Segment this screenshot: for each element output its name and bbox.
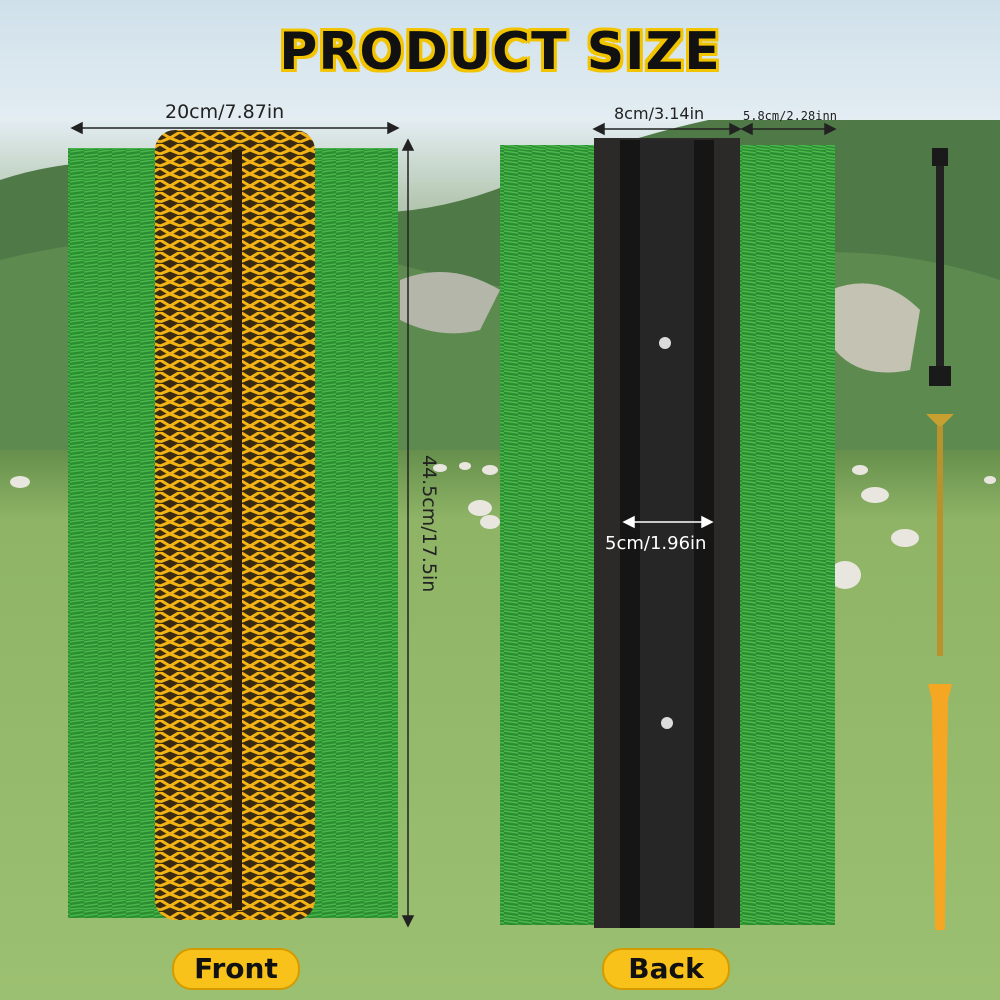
inner-groove-width-label: 5cm/1.96in bbox=[605, 533, 707, 554]
back-bristle-width-label: 5.8cm/2.28inn bbox=[743, 109, 837, 123]
screw-icon bbox=[926, 414, 954, 656]
back-channel-width-label: 8cm/3.14in bbox=[614, 104, 705, 123]
back-label: Back bbox=[602, 948, 730, 990]
page-title: PRODUCT SIZE bbox=[279, 22, 721, 82]
bolt-icon bbox=[929, 148, 951, 386]
front-width-label: 20cm/7.87in bbox=[165, 101, 285, 123]
front-label: Front bbox=[172, 948, 300, 990]
wall-anchor-icon bbox=[928, 684, 952, 930]
front-height-label: 44.5cm/17.5in bbox=[418, 455, 440, 593]
